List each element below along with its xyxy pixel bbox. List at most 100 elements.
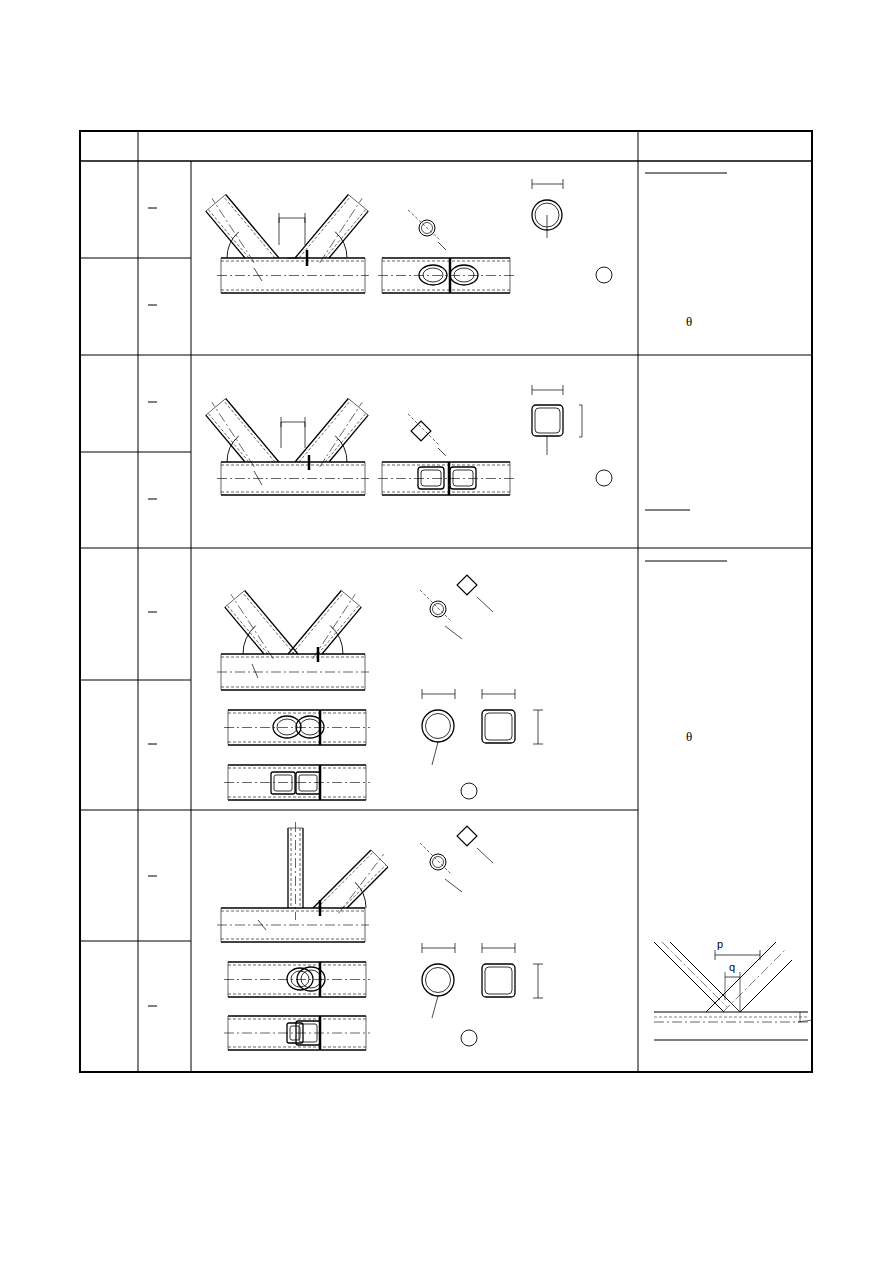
weld-mark (317, 647, 320, 662)
brace-end (206, 398, 226, 415)
brace-wall (295, 398, 348, 462)
gap-mark (287, 258, 298, 259)
weld-mark (319, 765, 322, 800)
brace-footprint (291, 971, 309, 987)
brace-footprint (273, 716, 301, 738)
table-rule (138, 131, 139, 1072)
dimension-line (477, 848, 493, 863)
brace-end (371, 850, 388, 867)
angle-symbol: θ (686, 730, 692, 743)
chord-inner (228, 965, 366, 966)
table-rule (80, 548, 812, 549)
dimension-line (455, 943, 456, 953)
chord-end (365, 908, 366, 942)
brace-end (341, 590, 361, 607)
tube-section (433, 604, 444, 615)
brace-inner (291, 828, 292, 908)
brace-wall (206, 211, 245, 258)
brace-wall (226, 194, 279, 258)
dimension-line (533, 744, 543, 745)
chord-wall (228, 1015, 366, 1016)
centre-line (408, 210, 440, 240)
brace-wall (225, 607, 264, 654)
table-rule (80, 355, 812, 356)
chord-end (510, 258, 511, 293)
chord-inner (382, 465, 510, 466)
brace-wall (654, 942, 724, 1012)
chord-inner (228, 742, 366, 743)
weld-mark (319, 962, 322, 997)
chord-end (365, 258, 366, 293)
angle-arc (355, 882, 366, 908)
weld-mark (319, 1016, 322, 1050)
dimension-line (563, 179, 564, 189)
chord-end (366, 1016, 367, 1050)
centre-line (231, 594, 273, 659)
table-rule (80, 680, 191, 681)
brace-wall (287, 828, 288, 908)
tube-section (457, 826, 477, 846)
brace-wall (322, 607, 361, 654)
dimension-line (281, 422, 305, 423)
dimension-line (455, 689, 456, 699)
tube-section (485, 967, 512, 994)
brace-footprint (301, 970, 321, 988)
eccentricity-mark (254, 268, 262, 281)
brace-end (348, 194, 368, 211)
tube-section (296, 772, 320, 794)
dimension-label: q (728, 962, 736, 973)
table-rule (80, 941, 191, 942)
dimension-line (538, 710, 539, 744)
dimension-bracket (579, 437, 582, 438)
tube-section (453, 470, 473, 486)
dimension-line (422, 694, 455, 695)
centre-line (654, 1022, 808, 1023)
dimension-line (422, 948, 455, 949)
dimension-line (422, 689, 423, 699)
centre-line (338, 854, 383, 913)
chord-wall (228, 996, 366, 997)
brace-wall (670, 942, 730, 1002)
row-mark (148, 744, 157, 745)
brace-wall (329, 415, 368, 462)
brace-wall (317, 852, 373, 908)
chord-wall (221, 494, 365, 495)
brace-footprint (277, 719, 297, 735)
brace-footprint (423, 268, 443, 282)
weld-mark (319, 710, 322, 745)
tube-section (433, 857, 444, 868)
centre-line (378, 478, 514, 479)
row-mark (148, 612, 157, 613)
chord-wall (228, 744, 366, 745)
tube-section (457, 575, 477, 595)
brace-wall (347, 867, 388, 908)
brace-wall (206, 415, 245, 462)
centre-line (420, 590, 452, 622)
brace-wall (227, 605, 268, 654)
chord-inner (221, 657, 365, 658)
chord-inner (654, 1017, 808, 1018)
table-rule (80, 452, 191, 453)
chord-inner (228, 1047, 366, 1048)
chord-inner (228, 768, 366, 769)
chord-end (228, 962, 229, 997)
dimension-line (515, 689, 516, 699)
angle-arc (335, 436, 347, 462)
dimension-line (305, 422, 306, 448)
dimension-line (715, 955, 760, 956)
row-mark (148, 305, 157, 306)
centre-line (295, 822, 296, 920)
centre-line (217, 672, 369, 673)
chord-end (366, 765, 367, 800)
row-mark (148, 876, 157, 877)
centre-line (723, 950, 785, 1012)
chord-wall (221, 292, 365, 293)
centre-line (320, 402, 362, 467)
tube-section (535, 408, 560, 433)
brace-footprint (454, 268, 474, 282)
table-rule (80, 810, 638, 811)
table-rule (80, 258, 191, 259)
chord-end (365, 462, 366, 495)
dimension-line (798, 1020, 812, 1022)
